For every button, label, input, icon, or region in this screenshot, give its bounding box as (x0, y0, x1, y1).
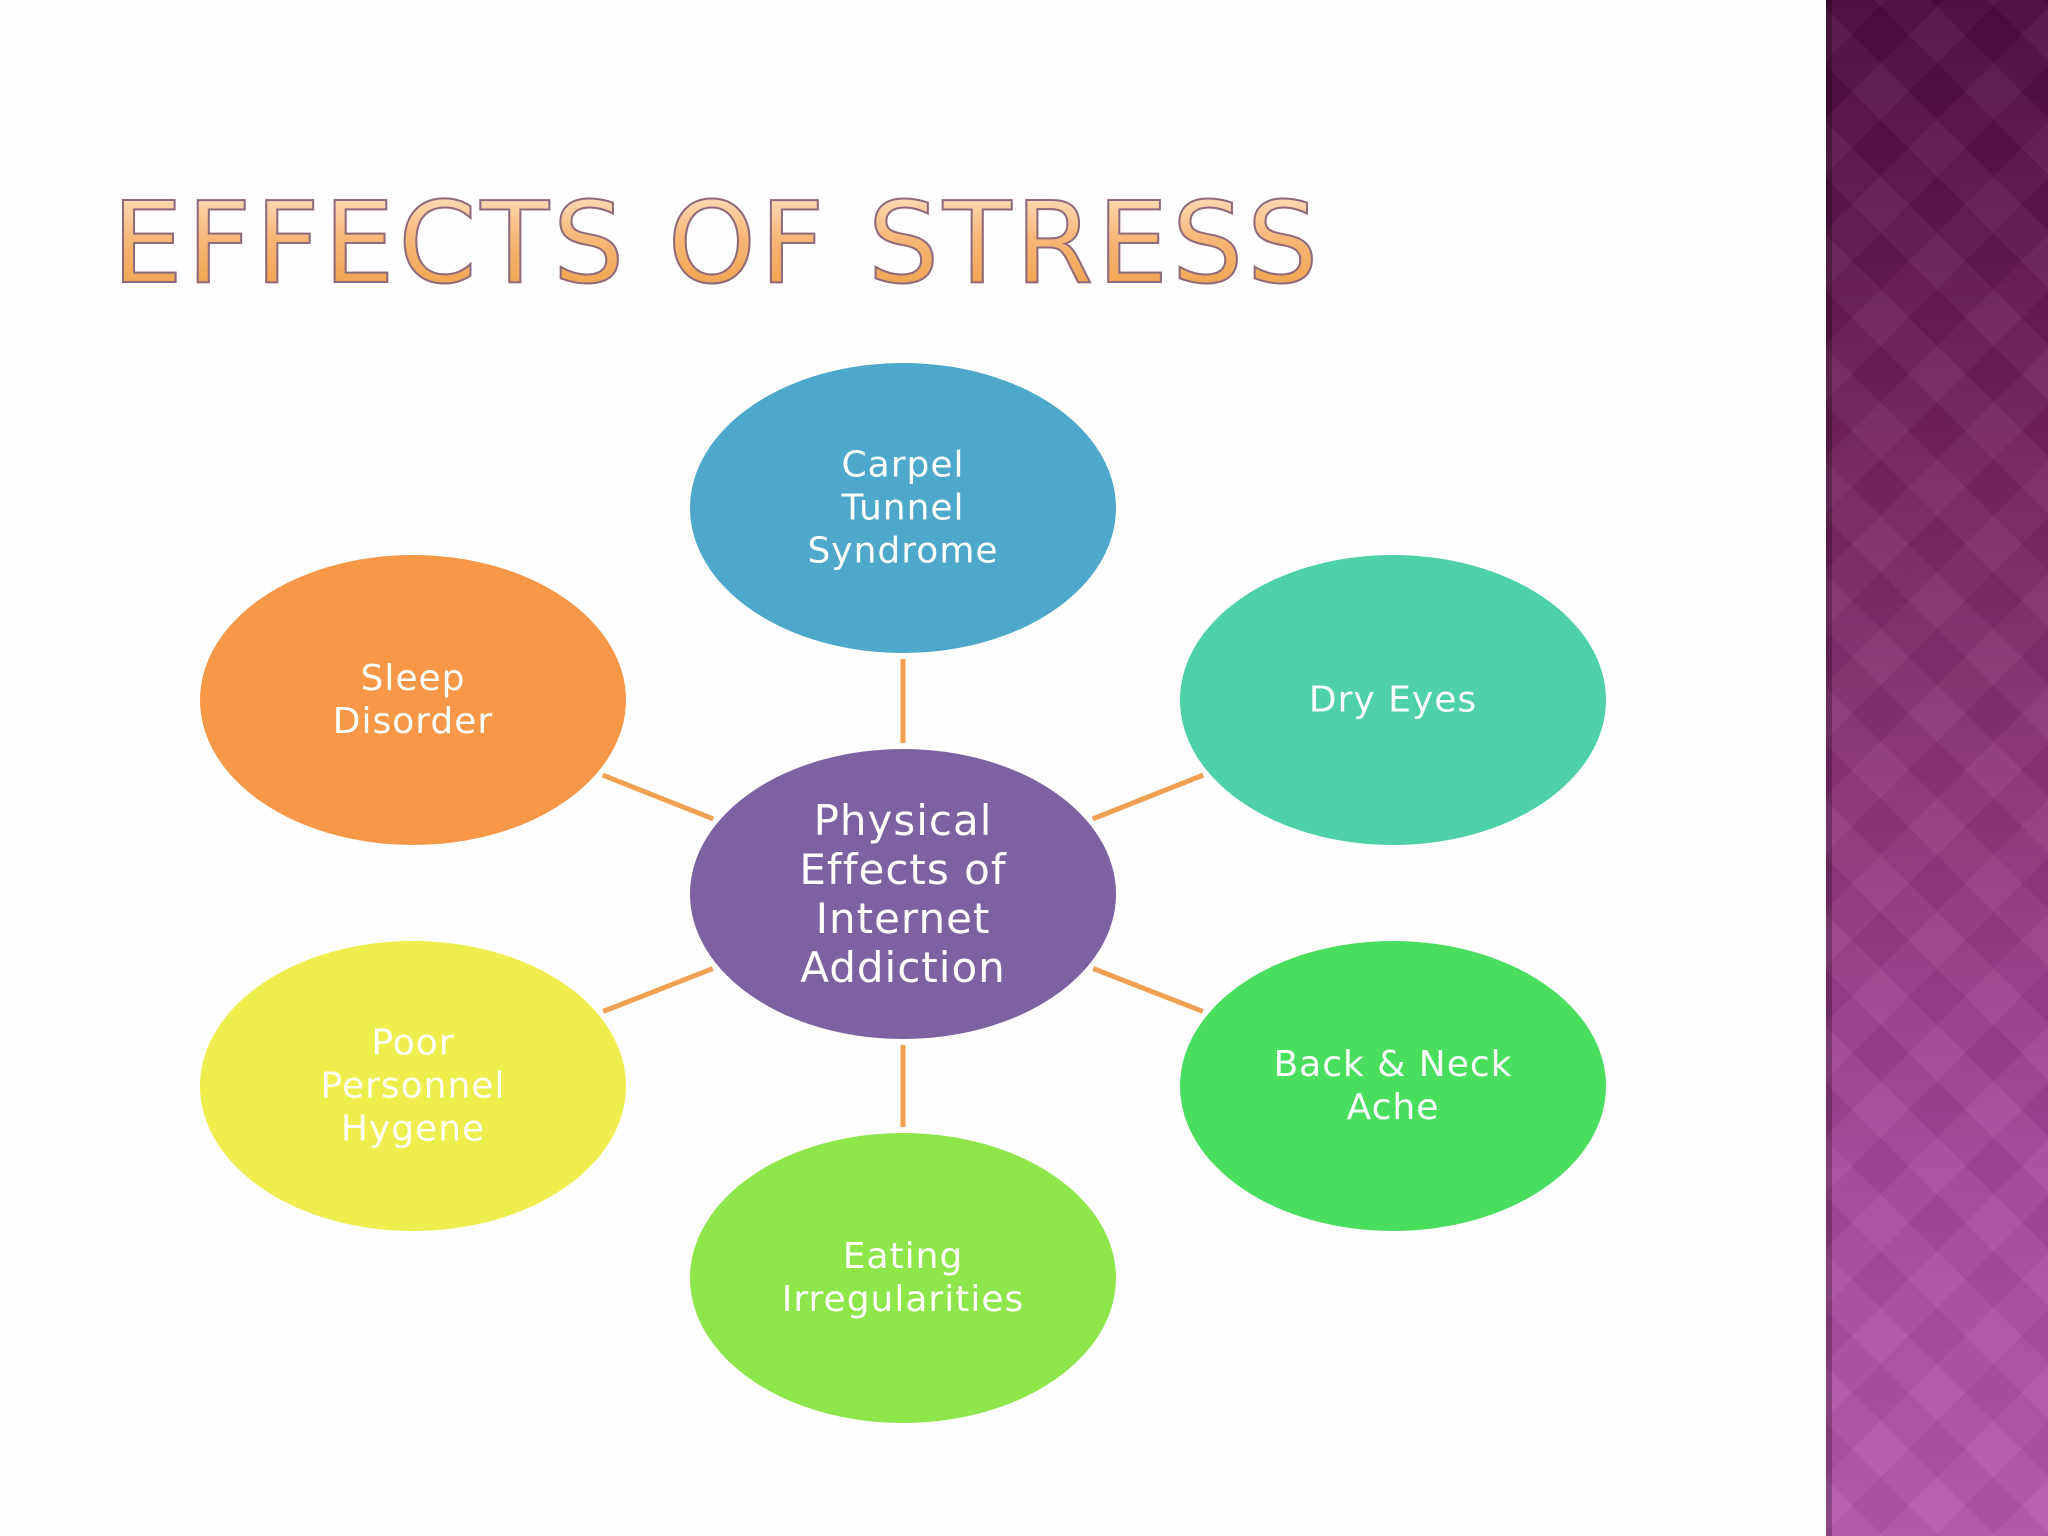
node-sleep-label-line: Sleep (360, 658, 465, 699)
node-dry-eyes: Dry Eyes (1180, 555, 1606, 845)
node-hygiene-label-line: Hygene (341, 1109, 485, 1150)
node-hygiene-label-line: Poor (371, 1023, 454, 1064)
node-hygiene-shape (200, 941, 626, 1231)
node-back-neck-label-line: Ache (1347, 1087, 1440, 1128)
node-eating-label-line: Eating (843, 1236, 964, 1277)
node-sleep-label-line: Disorder (333, 701, 493, 742)
node-sleep-shape (200, 555, 626, 845)
side-band-pattern (1826, 0, 2048, 1536)
node-eating-shape (690, 1133, 1116, 1423)
connector-sleep (601, 772, 715, 822)
side-band-edge (1826, 0, 1832, 1536)
connector-hygiene (602, 966, 714, 1014)
connector-back-neck (1092, 966, 1204, 1014)
node-hygiene-label-line: Personnel (321, 1066, 506, 1107)
side-decoration-band (1826, 0, 2048, 1536)
node-carpel-label-line: Tunnel (840, 488, 964, 529)
center-node-label-line: Internet (816, 894, 991, 943)
node-back-neck-label-line: Back & Neck (1273, 1044, 1512, 1085)
node-eating-label-line: Irregularities (782, 1279, 1025, 1320)
connector-dry-eyes (1091, 772, 1205, 822)
center-node-label-line: Addiction (800, 943, 1006, 992)
node-dry-eyes-label-line: Dry Eyes (1309, 680, 1477, 721)
node-dry-eyes-shape (1180, 555, 1606, 845)
node-carpel-shape (690, 363, 1116, 653)
node-carpel-label-line: Syndrome (807, 531, 998, 572)
center-node-shape (690, 749, 1116, 1039)
center-node-label-line: Physical (814, 796, 993, 845)
center-node-label-line: Effects of (799, 845, 1006, 894)
node-carpel-label-line: Carpel (842, 445, 965, 486)
slide-title: EFFECTS OF STRESS (111, 179, 1323, 309)
node-back-neck-shape (1180, 941, 1606, 1231)
